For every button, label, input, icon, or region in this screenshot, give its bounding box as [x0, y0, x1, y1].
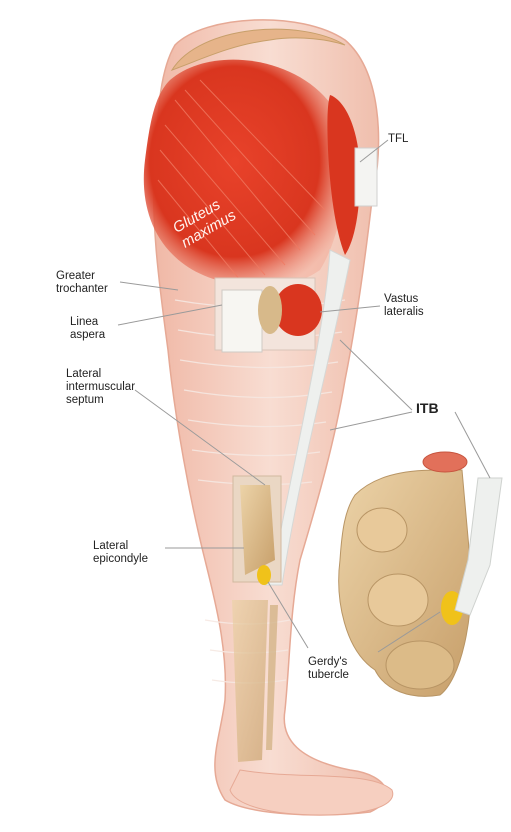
- label-septum-line1: Lateral: [66, 368, 135, 381]
- label-vastus-lateralis: Vastus lateralis: [384, 293, 424, 319]
- label-vastus-lateralis-line2: lateralis: [384, 306, 424, 319]
- label-septum-line2: intermuscular: [66, 381, 135, 394]
- gerdys-tubercle-marker: [257, 565, 271, 585]
- knee-inset: [339, 452, 502, 696]
- label-lateral-epicondyle-line2: epicondyle: [93, 553, 148, 566]
- label-lateral-epicondyle: Lateral epicondyle: [93, 540, 148, 566]
- label-linea-aspera-line1: Linea: [70, 316, 105, 329]
- label-greater-trochanter-line2: trochanter: [56, 283, 108, 296]
- femur-shaft: [258, 286, 282, 334]
- label-vastus-lateralis-line1: Vastus: [384, 293, 424, 306]
- label-greater-trochanter-line1: Greater: [56, 270, 108, 283]
- label-linea-aspera-line2: aspera: [70, 329, 105, 342]
- label-septum-line3: septum: [66, 394, 135, 407]
- label-greater-trochanter: Greater trochanter: [56, 270, 108, 296]
- label-itb: ITB: [416, 402, 439, 415]
- label-gerdys-line2: tubercle: [308, 669, 349, 682]
- linea-aspera-flap: [222, 290, 262, 352]
- knee-femur-bone: [240, 485, 275, 575]
- label-lateral-intermuscular-septum: Lateral intermuscular septum: [66, 368, 135, 407]
- label-tfl: TFL: [388, 133, 408, 146]
- label-gerdys-line1: Gerdy's: [308, 656, 349, 669]
- label-linea-aspera: Linea aspera: [70, 316, 105, 342]
- label-lateral-epicondyle-line1: Lateral: [93, 540, 148, 553]
- gluteus-maximus-muscle: [144, 60, 346, 287]
- label-gerdys-tubercle: Gerdy's tubercle: [308, 656, 349, 682]
- tibia-bone: [232, 600, 268, 762]
